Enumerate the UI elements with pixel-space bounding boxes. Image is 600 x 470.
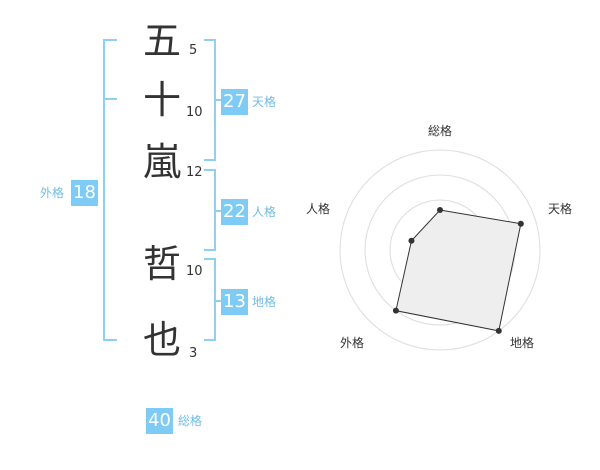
radar-label-chikaku: 地格 bbox=[510, 336, 535, 350]
name-char-5: 也 bbox=[142, 318, 181, 362]
radar-shape bbox=[395, 209, 522, 332]
jinkaku-value: 22 bbox=[221, 199, 248, 225]
tenkaku-value: 27 bbox=[221, 89, 248, 115]
stroke-count-4: 10 bbox=[186, 264, 203, 279]
name-char-3: 嵐 bbox=[142, 140, 181, 184]
name-char-2: 十 bbox=[142, 78, 181, 122]
name-char-4: 哲 bbox=[142, 242, 181, 286]
tenkaku-label: 天格 bbox=[252, 95, 277, 109]
stroke-count-5: 3 bbox=[189, 346, 198, 361]
gaikaku-bracket bbox=[103, 39, 117, 341]
radar-label-soukaku: 総格 bbox=[428, 124, 453, 138]
soukaku-label: 総格 bbox=[178, 414, 203, 428]
name-char-1: 五 bbox=[142, 19, 181, 63]
stroke-count-1: 5 bbox=[189, 43, 198, 58]
chikaku-value: 13 bbox=[221, 289, 248, 315]
gaikaku-label: 外格 bbox=[40, 186, 65, 200]
radar-point-4 bbox=[392, 307, 399, 314]
stroke-count-2: 10 bbox=[186, 105, 203, 120]
stroke-count-3: 12 bbox=[186, 165, 203, 180]
radar-point-5 bbox=[408, 237, 415, 244]
soukaku-value: 40 bbox=[146, 408, 173, 434]
radar-point-3 bbox=[495, 327, 502, 334]
radar-point-1 bbox=[437, 207, 443, 213]
radar-ring bbox=[339, 149, 541, 351]
gaikaku-value: 18 bbox=[71, 180, 98, 206]
radar-label-gaikaku: 外格 bbox=[340, 336, 365, 350]
radar-label-tenkaku: 天格 bbox=[548, 202, 573, 216]
radar-label-jinkaku: 人格 bbox=[306, 202, 331, 216]
jinkaku-label: 人格 bbox=[252, 205, 277, 219]
radar-point-2 bbox=[517, 220, 524, 227]
chikaku-bracket bbox=[204, 258, 216, 341]
chikaku-label: 地格 bbox=[252, 295, 277, 309]
